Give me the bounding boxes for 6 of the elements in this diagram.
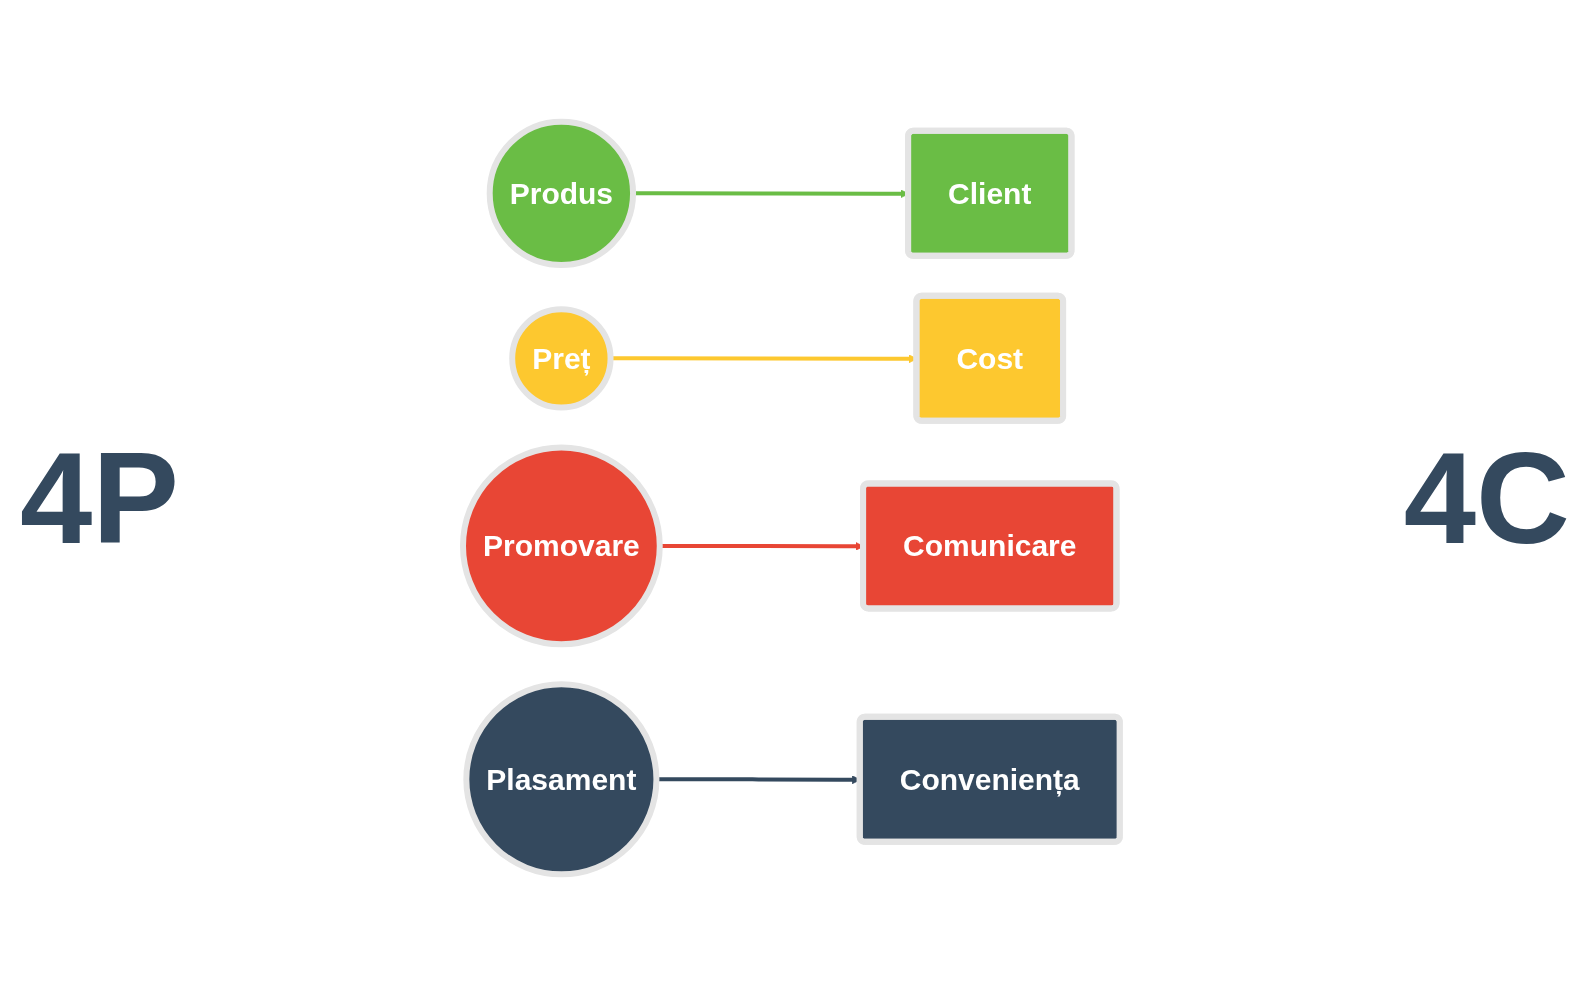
heading-label: 4P xyxy=(19,424,180,573)
node-circle: Plasament xyxy=(463,681,660,878)
node-circle: Preț xyxy=(509,306,614,411)
node-circle: Produs xyxy=(486,118,637,268)
node-circle: Promovare xyxy=(460,444,663,648)
heading-label: 4C xyxy=(1402,424,1571,573)
